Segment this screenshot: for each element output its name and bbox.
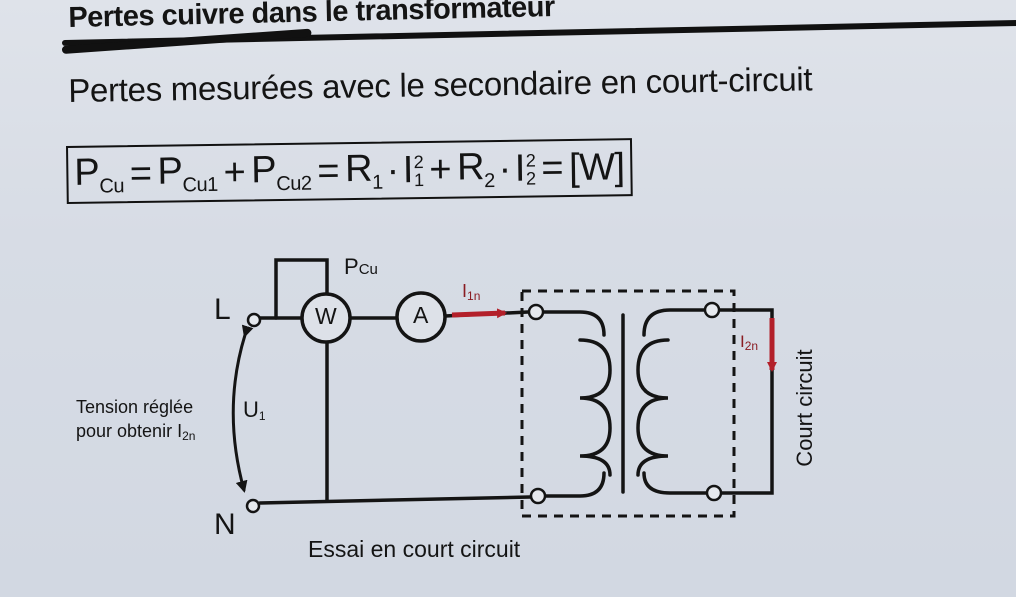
short-circuit-wire: [718, 308, 774, 495]
tension-note-line1: Tension réglée: [76, 397, 194, 417]
pcu-label: PCu: [344, 254, 378, 279]
wire-neutral: [258, 495, 532, 505]
secondary-terminal-bottom: [705, 484, 723, 502]
current-i1n-arrow: [451, 308, 507, 319]
tension-note: Tension réglée pour obtenir I2n: [76, 395, 195, 448]
terminal-n-label: N: [214, 508, 236, 541]
ammeter-icon: [395, 291, 447, 343]
wattmeter-icon: [300, 292, 352, 344]
secondary-terminal-top: [703, 301, 721, 319]
primary-winding: [578, 338, 612, 477]
transformer-boundary: [520, 289, 736, 518]
i1n-label: I1n: [462, 281, 481, 303]
terminal-l: [246, 312, 262, 328]
ammeter-label: A: [413, 302, 429, 328]
primary-terminal-top: [527, 303, 545, 321]
tension-note-line2: pour obtenir I2n: [76, 421, 196, 443]
terminal-n: [245, 498, 261, 514]
short-circuit-label: Court circuit: [792, 349, 817, 467]
primary-terminal-bottom: [529, 487, 547, 505]
wattmeter-voltage-loop: [274, 258, 329, 320]
secondary-winding: [636, 338, 670, 477]
voltage-u1-arrow: [231, 324, 254, 493]
diagram-caption: Essai en court circuit: [308, 536, 521, 562]
terminal-l-label: L: [214, 293, 231, 326]
i2n-label: I2n: [740, 332, 759, 353]
u1-label: U1: [243, 397, 266, 423]
wattmeter-label: W: [315, 303, 337, 329]
